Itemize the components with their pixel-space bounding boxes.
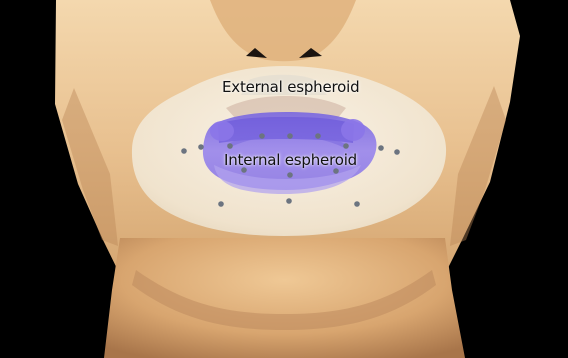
marker-point (227, 143, 233, 149)
marker-point (287, 172, 293, 178)
marker-point (286, 198, 292, 204)
external-spheroid-label: External espheroid (222, 78, 359, 96)
marker-point (259, 133, 265, 139)
marker-point (394, 149, 400, 155)
marker-point (354, 201, 360, 207)
marker-point (181, 148, 187, 154)
right-lip-lobe (341, 119, 365, 141)
marker-point (343, 143, 349, 149)
marker-point (198, 144, 204, 150)
marker-point (287, 133, 293, 139)
marker-point (333, 168, 339, 174)
marker-point (315, 133, 321, 139)
marker-point (218, 201, 224, 207)
left-lip-lobe (210, 121, 234, 141)
internal-spheroid-label: Internal espheroid (224, 151, 357, 169)
marker-point (378, 145, 384, 151)
